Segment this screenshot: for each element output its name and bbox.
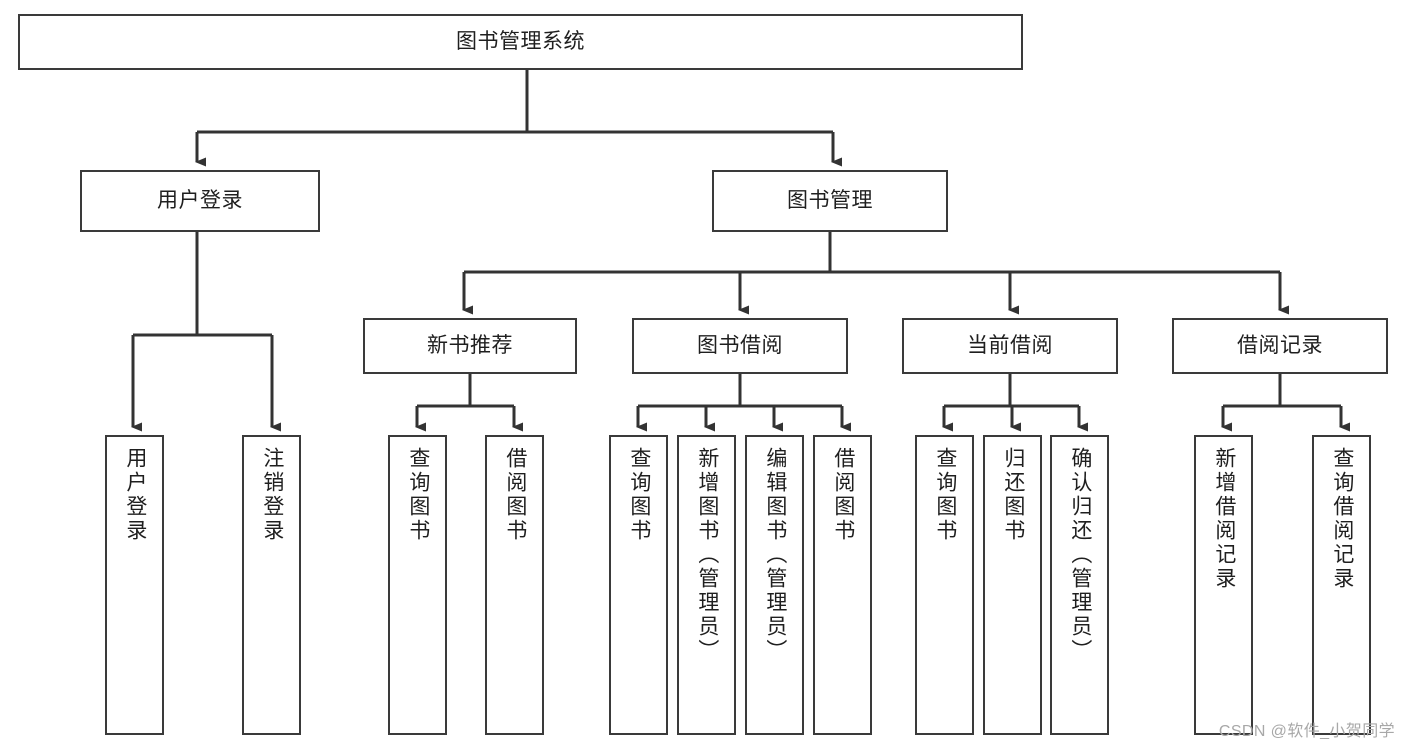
node-leaf-borrow-query-book-label: 查询图书 [627,447,651,543]
node-book-borrow-label: 图书借阅 [697,333,783,357]
node-leaf-current-query-book-label: 查询图书 [933,447,957,543]
node-leaf-borrow-add-book-label: 新增图书（管理员） [695,447,719,663]
node-borrow-record-label: 借阅记录 [1237,333,1323,357]
node-leaf-current-confirm-return-label: 确认归还（管理员） [1068,447,1092,663]
node-leaf-record-query[interactable]: 查询借阅记录 [1312,435,1371,735]
node-leaf-current-return-book-label: 归还图书 [1001,447,1025,543]
node-user-login-label: 用户登录 [157,188,243,212]
node-book-management-label: 图书管理 [787,188,873,212]
node-leaf-borrow-edit-book-label: 编辑图书（管理员） [763,447,787,663]
node-root-label: 图书管理系统 [456,29,585,53]
node-leaf-user-login[interactable]: 用户登录 [105,435,164,735]
watermark-text: CSDN @软件_小贺同学 [1218,723,1395,740]
node-user-login[interactable]: 用户登录 [80,170,320,232]
node-current-borrow[interactable]: 当前借阅 [902,318,1118,374]
node-leaf-record-add-label: 新增借阅记录 [1212,447,1236,591]
node-leaf-user-logout[interactable]: 注销登录 [242,435,301,735]
node-leaf-recommend-query-book-label: 查询图书 [406,447,430,543]
node-leaf-borrow-add-book[interactable]: 新增图书（管理员） [677,435,736,735]
node-leaf-borrow-query-book[interactable]: 查询图书 [609,435,668,735]
node-leaf-borrow-borrow-book[interactable]: 借阅图书 [813,435,872,735]
node-leaf-current-query-book[interactable]: 查询图书 [915,435,974,735]
node-current-borrow-label: 当前借阅 [967,333,1053,357]
node-leaf-record-add[interactable]: 新增借阅记录 [1194,435,1253,735]
node-leaf-recommend-borrow-book-label: 借阅图书 [503,447,527,543]
node-leaf-recommend-query-book[interactable]: 查询图书 [388,435,447,735]
node-leaf-user-login-label: 用户登录 [123,447,147,543]
node-leaf-user-logout-label: 注销登录 [260,447,284,543]
node-leaf-recommend-borrow-book[interactable]: 借阅图书 [485,435,544,735]
node-new-book-recommend-label: 新书推荐 [427,333,513,357]
node-book-management[interactable]: 图书管理 [712,170,948,232]
node-borrow-record[interactable]: 借阅记录 [1172,318,1388,374]
node-new-book-recommend[interactable]: 新书推荐 [363,318,577,374]
node-leaf-borrow-borrow-book-label: 借阅图书 [831,447,855,543]
node-leaf-current-return-book[interactable]: 归还图书 [983,435,1042,735]
node-leaf-record-query-label: 查询借阅记录 [1330,447,1354,591]
node-leaf-borrow-edit-book[interactable]: 编辑图书（管理员） [745,435,804,735]
node-leaf-current-confirm-return[interactable]: 确认归还（管理员） [1050,435,1109,735]
node-root[interactable]: 图书管理系统 [18,14,1023,70]
node-book-borrow[interactable]: 图书借阅 [632,318,848,374]
